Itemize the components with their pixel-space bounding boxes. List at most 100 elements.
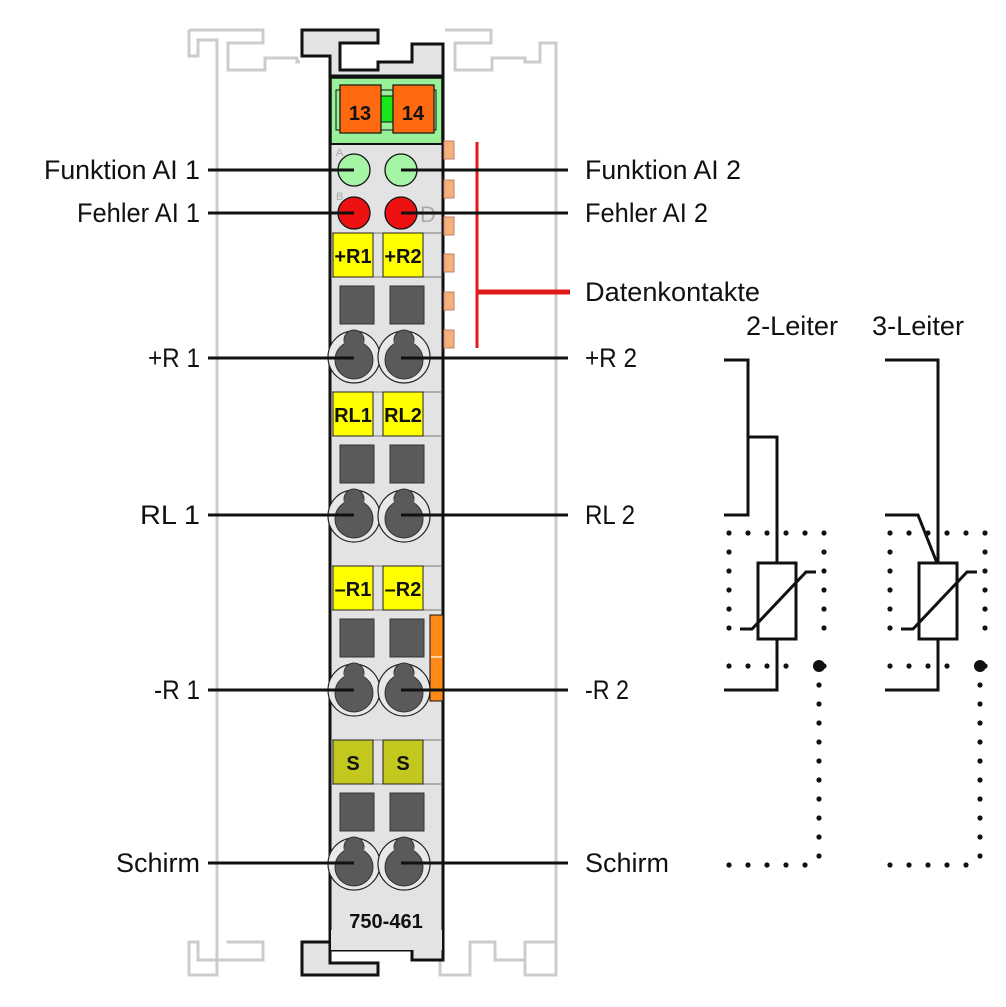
shield-dot: [726, 530, 732, 536]
terminal-tag-label: S: [346, 753, 359, 775]
terminal-clamp-slot-body: [394, 673, 414, 687]
labels-right: Funktion AI 2 Fehler AI 2 Datenkontakte …: [585, 155, 760, 878]
shield-dot: [821, 606, 827, 612]
shield-dot: [925, 530, 931, 536]
shield-dot: [944, 663, 950, 669]
shield-dot: [764, 663, 770, 669]
label-fehler-ai1: Fehler AI 1: [77, 198, 200, 228]
shield-dot: [887, 625, 893, 631]
shield-dot: [974, 660, 986, 672]
shield-dot: [726, 663, 732, 669]
terminal-push-button: [339, 444, 375, 484]
terminal-tag-label: RL1: [334, 405, 372, 427]
bus-connector: 13 14: [330, 77, 443, 145]
terminal-tag: [332, 739, 374, 785]
shield-dot: [977, 815, 983, 821]
shield-dot: [944, 530, 950, 536]
label-fehler-ai2: Fehler AI 2: [585, 198, 708, 228]
shield-dot: [887, 549, 893, 555]
shield-dot: [816, 796, 822, 802]
label-rl2: RL 2: [585, 500, 635, 530]
shield-dot: [726, 862, 732, 868]
shield-dot: [887, 606, 893, 612]
terminal-tag: [332, 232, 374, 278]
label-funktion-ai1: Funktion AI 1: [44, 155, 200, 185]
shield-dot: [726, 568, 732, 574]
part-number: 750-461: [349, 911, 422, 933]
shield-dot: [963, 530, 969, 536]
shield-dot: [982, 606, 988, 612]
terminal-tag-label: S: [396, 753, 409, 775]
shield-dot: [977, 739, 983, 745]
terminal-push-button: [339, 792, 375, 832]
terminal-push-button: [389, 618, 425, 658]
labels-left: Funktion AI 1 Fehler AI 1 +R 1 RL 1 -R 1…: [44, 155, 200, 878]
shield-dotted-2-wire: [726, 530, 827, 868]
shield-dot: [887, 663, 893, 669]
title-2-leiter: 2-Leiter: [746, 311, 838, 341]
terminal-tag: [382, 391, 424, 437]
shield-dot: [925, 663, 931, 669]
terminal-tag: [382, 739, 424, 785]
shield-dot: [816, 853, 822, 859]
shield-dot: [816, 834, 822, 840]
led-label-a: A: [336, 147, 344, 159]
led-label-b: B: [336, 191, 343, 203]
shield-dot: [726, 587, 732, 593]
label-rl1: RL 1: [140, 500, 200, 530]
shield-dot: [977, 701, 983, 707]
shield-dot: [821, 625, 827, 631]
shield-dot: [783, 663, 789, 669]
terminal-clamp-slot-body: [394, 499, 414, 513]
terminal-tag-label: +R1: [334, 246, 371, 268]
shield-dot: [887, 530, 893, 536]
title-3-leiter: 3-Leiter: [872, 311, 964, 341]
label-minus-r2: -R 2: [585, 675, 629, 705]
terminal-push-button: [389, 792, 425, 832]
shield-dot: [821, 530, 827, 536]
terminal-tag-label: –R2: [385, 579, 422, 601]
shield-dot: [906, 663, 912, 669]
shield-dot: [726, 606, 732, 612]
shield-dot: [745, 862, 751, 868]
leader-lines-left: [208, 168, 354, 865]
label-schirm2: Schirm: [585, 848, 669, 878]
shield-dot: [802, 862, 808, 868]
terminal-tag: [382, 232, 424, 278]
connector-13: [339, 84, 382, 134]
terminal-tag-label: +R2: [384, 246, 421, 268]
shield-dot: [816, 720, 822, 726]
shield-dot: [906, 530, 912, 536]
connector-14: [392, 84, 435, 134]
shield-dot: [977, 777, 983, 783]
shield-dot: [821, 587, 827, 593]
data-contacts: [443, 140, 455, 349]
shield-dot: [813, 660, 825, 672]
shield-dot: [821, 549, 827, 555]
shield-dot: [726, 625, 732, 631]
shield-dot: [816, 682, 822, 688]
terminal-clamp-slot-body: [344, 847, 364, 861]
shield-dot: [887, 568, 893, 574]
shield-dot: [977, 834, 983, 840]
shield-dot: [982, 568, 988, 574]
shield-dot: [816, 758, 822, 764]
shield-dot: [783, 862, 789, 868]
shield-dot: [982, 625, 988, 631]
leader-lines-right: [401, 168, 568, 865]
terminal-tag: [382, 565, 424, 611]
shield-dot: [816, 739, 822, 745]
module-top-latch: [300, 28, 445, 78]
label-plus-r1: +R 1: [148, 343, 200, 373]
shield-dot: [816, 815, 822, 821]
terminal-clamp-slot-body: [344, 673, 364, 687]
shield-dot: [821, 568, 827, 574]
shield-dot: [977, 758, 983, 764]
shield-dot: [726, 549, 732, 555]
terminal-push-button: [389, 444, 425, 484]
terminal-push-button: [339, 618, 375, 658]
shield-dot: [764, 530, 770, 536]
schematic-2-wire: [724, 358, 816, 692]
